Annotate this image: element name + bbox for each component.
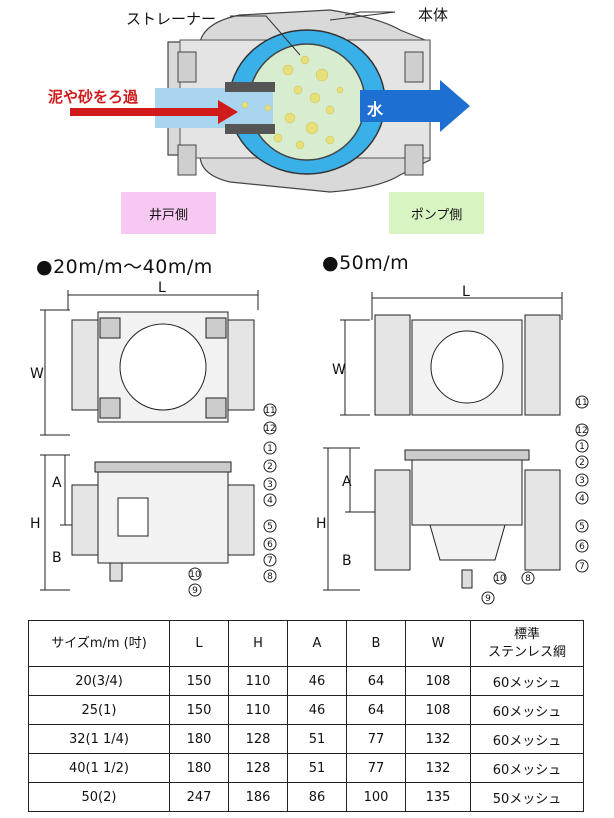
callout-7-left: 7 (267, 556, 273, 566)
callout-1-left: 1 (267, 444, 273, 454)
callout-2-right: 2 (579, 458, 585, 468)
cell-A: 46 (287, 695, 347, 725)
callout-8-left: 8 (267, 572, 273, 582)
callout-5-left: 5 (267, 522, 273, 532)
heading-large-size: ●50m/m (322, 252, 410, 274)
header-size: サイズm/m (吋) (28, 620, 170, 667)
dim-W-right: W (332, 362, 346, 378)
cell-B: 100 (346, 782, 406, 812)
dim-A-left: A (52, 475, 62, 491)
callout-3-right: 3 (579, 476, 585, 486)
header-mesh-line1: 標準 (513, 626, 540, 642)
callout-5-right: 5 (579, 522, 585, 532)
cell-mesh: 60メッシュ (470, 666, 584, 696)
callout-6-right: 6 (579, 542, 585, 552)
header-A: A (287, 620, 347, 667)
dim-H-right: H (316, 516, 327, 532)
dim-L-left: L (158, 280, 166, 296)
cell-W: 132 (405, 724, 471, 754)
cell-L: 247 (169, 782, 229, 812)
cell-A: 46 (287, 666, 347, 696)
cell-H: 110 (228, 695, 288, 725)
cell-B: 77 (346, 753, 406, 783)
callout-10-left: 10 (189, 570, 201, 580)
strainer-label: ストレーナー (126, 10, 217, 28)
header-L: L (169, 620, 229, 667)
cell-A: 51 (287, 724, 347, 754)
cell-B: 64 (346, 695, 406, 725)
pump-side-box: ポンプ側 (389, 192, 484, 234)
cell-size: 32(1 1/4) (28, 724, 170, 754)
callout-1-right: 1 (579, 442, 585, 452)
cell-mesh: 60メッシュ (470, 753, 584, 783)
cell-mesh: 60メッシュ (470, 695, 584, 725)
well-side-label: 井戸側 (148, 207, 188, 223)
cell-H: 186 (228, 782, 288, 812)
table-row: 40(1 1/2) 180 128 51 77 132 60メッシュ (28, 753, 584, 783)
header-mesh: 標準 ステンレス綱 (470, 620, 584, 667)
table-row: 32(1 1/4) 180 128 51 77 132 60メッシュ (28, 724, 584, 754)
callouts-left: 11 12 1 2 3 4 5 6 7 8 10 9 (188, 403, 277, 597)
cell-W: 108 (405, 695, 471, 725)
cell-size: 50(2) (28, 782, 170, 812)
table-header-row: サイズm/m (吋) L H A B W 標準 ステンレス綱 (28, 620, 584, 667)
cell-mesh: 50メッシュ (470, 782, 584, 812)
dim-L-right: L (462, 284, 470, 300)
spec-table: サイズm/m (吋) L H A B W 標準 ステンレス綱 20(3/4) 1… (28, 620, 584, 812)
cell-W: 135 (405, 782, 471, 812)
callout-10-right: 10 (494, 574, 506, 584)
dim-H-left: H (30, 516, 41, 532)
callout-12-right: 12 (576, 426, 587, 436)
body-label: 本体 (418, 6, 449, 24)
dim-W-left: W (30, 366, 44, 382)
cell-L: 180 (169, 724, 229, 754)
table-row: 25(1) 150 110 46 64 108 60メッシュ (28, 695, 584, 725)
dim-B-left: B (52, 550, 62, 566)
cell-H: 128 (228, 724, 288, 754)
callout-7-right: 7 (579, 562, 585, 572)
cell-H: 110 (228, 666, 288, 696)
pump-side-label: ポンプ側 (410, 207, 463, 223)
cell-A: 86 (287, 782, 347, 812)
cell-W: 108 (405, 666, 471, 696)
cell-size: 40(1 1/2) (28, 753, 170, 783)
cell-L: 150 (169, 695, 229, 725)
dim-B-right: B (342, 553, 352, 569)
callouts-right: 11 12 1 2 3 4 5 6 7 8 10 9 (481, 395, 589, 605)
cell-mesh: 60メッシュ (470, 724, 584, 754)
callout-11-right: 11 (576, 398, 587, 408)
cell-L: 180 (169, 753, 229, 783)
header-mesh-line2: ステンレス綱 (487, 644, 566, 660)
callout-6-left: 6 (267, 540, 273, 550)
header-W: W (405, 620, 471, 667)
callout-9-right: 9 (485, 594, 491, 604)
cell-A: 51 (287, 753, 347, 783)
table-row: 50(2) 247 186 86 100 135 50メッシュ (28, 782, 584, 812)
callout-2-left: 2 (267, 462, 273, 472)
filter-label: 泥や砂をろ過 (48, 88, 139, 106)
callout-12-left: 12 (264, 424, 275, 434)
cell-B: 64 (346, 666, 406, 696)
header-B: B (346, 620, 406, 667)
well-side-box: 井戸側 (121, 192, 216, 234)
cell-size: 25(1) (28, 695, 170, 725)
cell-W: 132 (405, 753, 471, 783)
cell-H: 128 (228, 753, 288, 783)
callout-9-left: 9 (192, 586, 198, 596)
table-row: 20(3/4) 150 110 46 64 108 60メッシュ (28, 666, 584, 696)
callout-4-left: 4 (267, 496, 273, 506)
cell-L: 150 (169, 666, 229, 696)
cell-B: 77 (346, 724, 406, 754)
technical-drawings: L W A H B L W A H B 11 12 1 2 3 4 5 6 7 … (30, 280, 589, 605)
callout-4-right: 4 (579, 494, 585, 504)
callout-3-left: 3 (267, 480, 273, 490)
cell-size: 20(3/4) (28, 666, 170, 696)
heading-small-size: ●20m/m～40m/m (36, 256, 213, 278)
callout-8-right: 8 (525, 574, 531, 584)
dim-A-right: A (342, 474, 352, 490)
strainer-cutaway-illustration (70, 9, 470, 193)
header-H: H (228, 620, 288, 667)
water-label: 水 (367, 100, 384, 119)
callout-11-left: 11 (264, 406, 275, 416)
